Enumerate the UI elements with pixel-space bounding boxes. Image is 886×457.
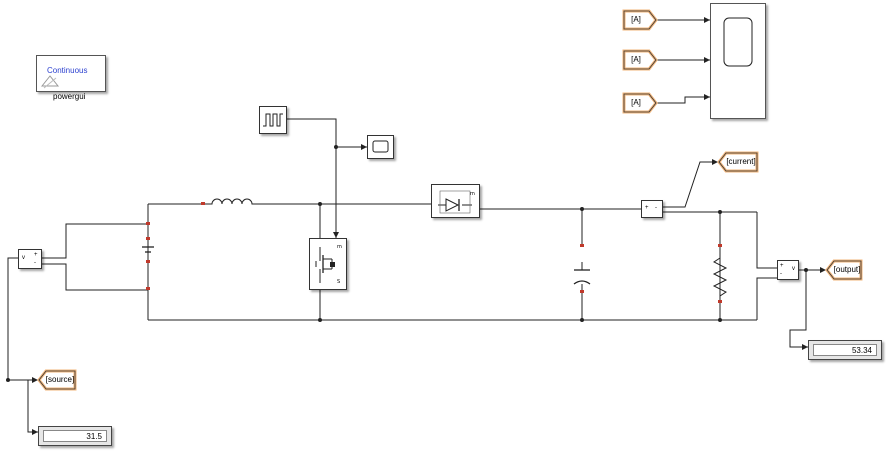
powergui-block[interactable]: Continuous (36, 55, 106, 92)
source-measure-plus: + (34, 252, 38, 258)
output-measure-v: v (792, 266, 795, 272)
diode-block[interactable]: m (431, 184, 480, 218)
from-tag-label: [A] (631, 55, 641, 64)
goto-tag-label: [source] (45, 375, 75, 384)
svg-text:S: S (337, 279, 340, 285)
from-tag-shape (622, 9, 658, 31)
current-measure-plus: + (645, 205, 649, 211)
source-measure-v: v (22, 255, 25, 261)
diode-icon: m (438, 190, 475, 214)
output-measure-minus: - (780, 271, 782, 277)
mosfet-block[interactable]: m S (309, 238, 347, 290)
goto-tag-output[interactable]: [output] (825, 259, 863, 281)
source-voltage-measurement-block[interactable]: v + - (18, 249, 42, 269)
gate-scope-block[interactable] (367, 135, 394, 159)
source-display-value: 31.5 (43, 430, 107, 442)
mosfet-icon: m S (315, 244, 342, 285)
from-tag-a-1[interactable]: [A] (622, 9, 658, 31)
goto-tag-shape (717, 151, 759, 173)
main-scope-block[interactable] (710, 3, 766, 119)
goto-tag-label: [output] (833, 265, 861, 274)
powergui-mode: Continuous (47, 66, 88, 75)
from-tag-shape (622, 49, 658, 71)
from-tag-label: [A] (631, 15, 641, 24)
scope-screen-icon (372, 140, 389, 153)
goto-tag-shape (825, 259, 863, 281)
powergui-label: powergui (53, 92, 86, 101)
pulse-generator-block[interactable] (259, 106, 287, 134)
source-measure-minus: - (34, 260, 36, 266)
source-display-block[interactable]: 31.5 (38, 426, 112, 446)
output-display-value: 53.34 (813, 344, 877, 356)
from-tag-a-2[interactable]: [A] (622, 49, 658, 71)
goto-tag-source[interactable]: [source] (37, 369, 77, 391)
from-tag-shape (622, 92, 658, 114)
current-measurement-block[interactable]: + - (641, 200, 663, 218)
goto-tag-label: [current] (726, 157, 756, 166)
output-measure-plus: + (780, 263, 784, 269)
goto-tag-shape (37, 369, 77, 391)
powergui-icon (40, 75, 60, 89)
current-measure-minus: - (655, 205, 657, 211)
output-voltage-measurement-block[interactable]: + - v (777, 260, 799, 280)
from-tag-label: [A] (631, 98, 641, 107)
pulse-wave-icon (263, 113, 283, 127)
goto-tag-current[interactable]: [current] (717, 151, 759, 173)
from-tag-a-3[interactable]: [A] (622, 92, 658, 114)
svg-text:m: m (337, 244, 342, 250)
svg-text:m: m (470, 191, 475, 197)
scope-screen-icon (723, 17, 753, 67)
output-display-block[interactable]: 53.34 (808, 340, 882, 360)
